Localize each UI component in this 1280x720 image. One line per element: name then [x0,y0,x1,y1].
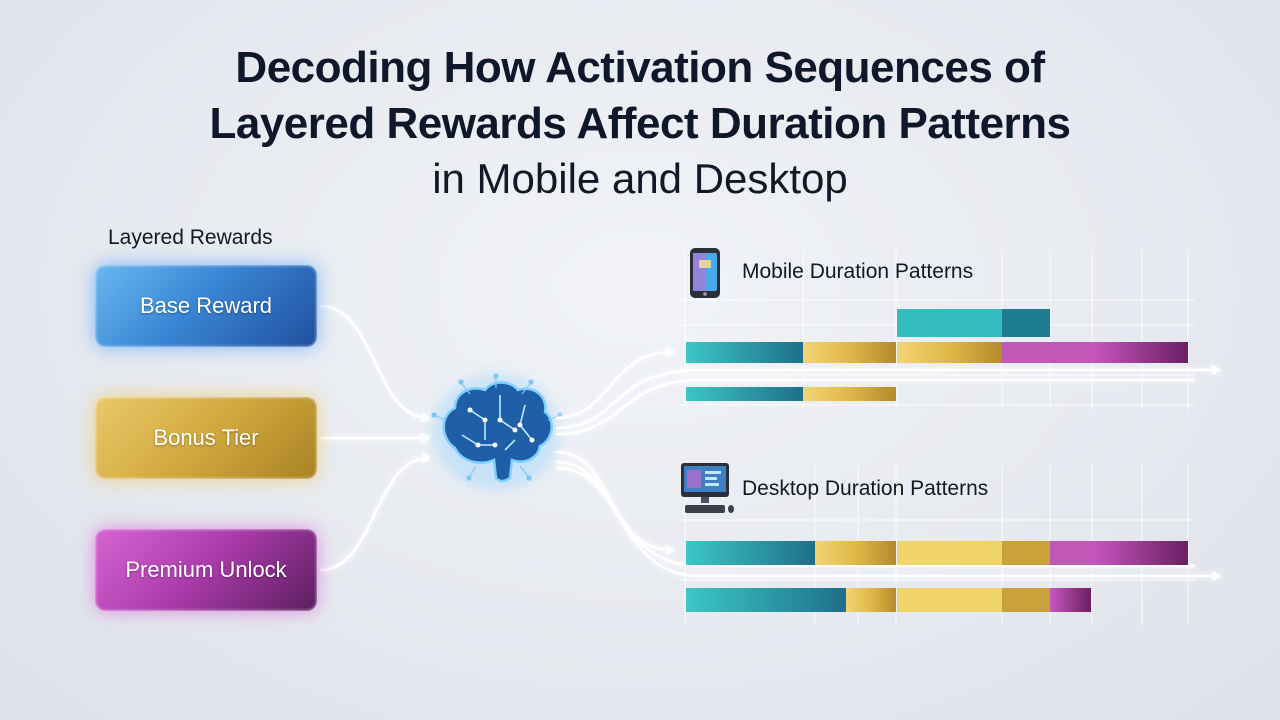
input-flows [319,304,428,572]
desktop-bar-low-gold-a [846,588,896,612]
premium-unlock-label: Premium Unlock [125,557,287,582]
mobile-bar-top-teal-a [897,309,1003,337]
mobile-duration-patterns-label: Mobile Duration Patterns [742,260,974,283]
title-block: Decoding How Activation Sequences of Lay… [0,40,1280,206]
desktop-bar-top-gold-c [1002,541,1050,565]
bonus-tier-label: Bonus Tier [153,425,259,450]
mobile-bar-mid-teal [686,342,803,363]
mobile-bar-mid-magenta-a [1002,342,1092,363]
desktop-bar-top-gold-b [897,541,1002,565]
flow-to-mobile-lower [555,370,1218,430]
premium-unlock-box: Premium Unlock [95,529,317,611]
flow-base-reward [319,304,428,418]
flow-to-mobile-upper [555,352,672,420]
desktop-computer-icon [681,463,734,513]
flow-to-mobile-trail [555,378,1195,436]
desktop-duration-patterns-label: Desktop Duration Patterns [742,477,989,500]
desktop-bar-top-teal [686,541,815,565]
desktop-bar-low-gold-c [1002,588,1050,612]
mobile-bar-top-teal-b [1002,309,1050,337]
mobile-bar-low-gold [803,387,896,401]
mobile-bar-mid-gold-a [803,342,896,363]
title-line-2: Layered Rewards Affect Duration Patterns [209,99,1071,148]
desktop-bar-low-magenta [1050,588,1091,612]
layered-rewards-heading: Layered Rewards [108,226,273,249]
brain-circuit-icon [431,373,563,490]
base-reward-label: Base Reward [139,293,273,318]
mobile-bar-mid-magenta-b [1092,342,1188,363]
smartphone-icon [690,248,720,298]
flow-to-desktop-upper [555,450,672,550]
mobile-duration-bars [686,309,1188,401]
desktop-bar-low-teal [686,588,846,612]
title-line-3: in Mobile and Desktop [432,155,848,202]
desktop-bar-top-magenta-a [1050,541,1092,565]
title-line-1: Decoding How Activation Sequences of [235,43,1045,92]
mobile-bar-mid-gold-b [897,342,1002,363]
flow-to-desktop-lower [555,466,1218,576]
mobile-bar-low-teal [686,387,803,401]
bonus-tier-box: Bonus Tier [95,397,317,479]
output-flows [555,352,1218,576]
desktop-bar-top-magenta-b [1092,541,1188,565]
desktop-bar-low-gold-b [897,588,1002,612]
desktop-duration-bars [686,541,1188,612]
desktop-bar-top-gold-a [815,541,896,565]
base-reward-box: Base Reward [95,265,317,347]
flow-premium-unlock [319,458,428,572]
